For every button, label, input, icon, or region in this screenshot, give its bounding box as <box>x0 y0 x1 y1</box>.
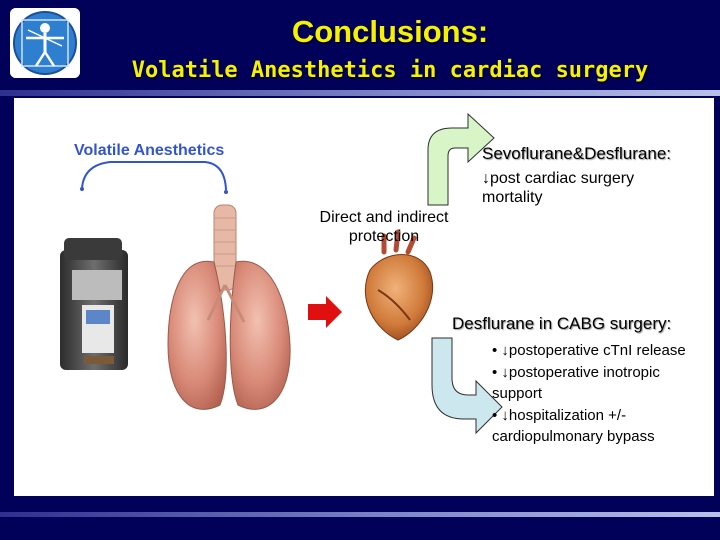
page-title: Conclusions: <box>291 14 489 49</box>
list-item: • ↓postoperative cTnI release <box>492 342 686 359</box>
vitruvian-logo-icon <box>10 8 80 78</box>
footer-divider <box>0 512 720 517</box>
header-divider <box>0 90 720 96</box>
blue-arrow-icon <box>431 337 503 435</box>
green-arrow-icon <box>427 112 495 206</box>
volatile-anesthetics-label: Volatile Anesthetics <box>74 142 225 159</box>
trachea-icon <box>213 204 237 291</box>
list-item: • ↓hospitalization +/- cardiopulmonary b… <box>492 406 655 446</box>
vaporizer-device-icon <box>60 238 128 370</box>
direct-indirect-protection-label: Direct and indirect protection <box>319 209 449 246</box>
heart-icon <box>364 229 434 341</box>
sevo-desflurane-finding: ↓post cardiac surgery mortality <box>482 170 635 207</box>
red-arrow-icon <box>308 296 342 328</box>
desflurane-cabg-heading: Desflurane in CABG surgery: <box>452 314 672 333</box>
list-item: • ↓postoperative inotropic support <box>492 363 660 403</box>
gas-line-connector <box>81 161 227 191</box>
content-panel <box>14 98 714 496</box>
sevo-desflurane-heading: Sevoflurane&Desflurane: <box>482 144 672 163</box>
page-subtitle: Volatile Anesthetics in cardiac surgery <box>131 58 649 83</box>
lungs-icon <box>167 260 291 410</box>
cabg-findings-list: • ↓postoperative cTnI release • ↓postope… <box>492 340 702 448</box>
